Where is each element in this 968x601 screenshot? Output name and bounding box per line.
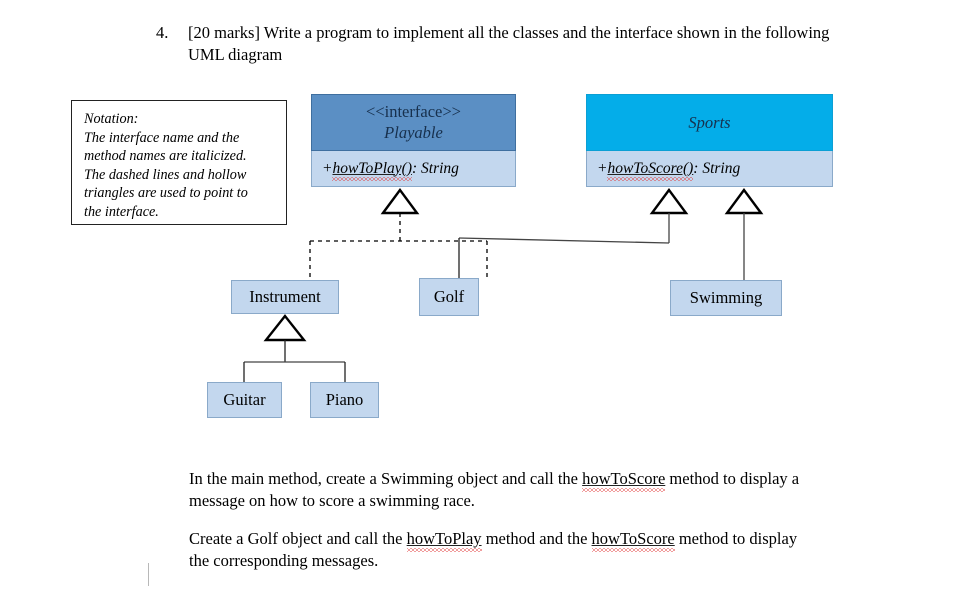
instrument-label: Instrument <box>249 287 321 306</box>
uml-class-guitar[interactable]: Guitar <box>207 382 282 418</box>
sports-method: +howToScore(): String <box>597 159 741 177</box>
hollow-triangle-icon-sports-right <box>724 187 764 215</box>
piano-label: Piano <box>325 390 364 409</box>
uml-class-swimming[interactable]: Swimming <box>670 280 782 316</box>
para-golf-middle: method and the <box>481 529 592 548</box>
para-golf-method-2: howToScore <box>591 529 675 548</box>
question-number: 4. <box>156 23 169 42</box>
margin-caret <box>148 563 149 586</box>
hollow-triangle-icon-playable <box>380 187 420 215</box>
question-text: [20 marks] Write a program to implement … <box>188 23 830 64</box>
guitar-label: Guitar <box>223 390 266 409</box>
para-main-method-name: howToScore <box>582 469 666 488</box>
hollow-triangle-icon-instrument <box>263 314 307 342</box>
notation-box: Notation: The interface name and the met… <box>71 100 287 225</box>
swimming-label: Swimming <box>689 288 763 307</box>
uml-class-sports[interactable]: Sports +howToScore(): String <box>586 94 833 187</box>
paragraph-main-method: In the main method, create a Swimming ob… <box>189 468 839 512</box>
paragraph-golf-object: Create a Golf object and call the howToP… <box>189 528 809 572</box>
playable-method-compartment: +howToPlay(): String <box>311 151 516 187</box>
uml-class-piano[interactable]: Piano <box>310 382 379 418</box>
playable-stereotype: <<interface>> <box>366 102 461 121</box>
playable-method-name: howToPlay() <box>332 159 412 177</box>
sports-method-name: howToScore() <box>607 159 694 177</box>
uml-class-instrument[interactable]: Instrument <box>231 280 339 314</box>
sports-header: Sports <box>586 94 833 151</box>
para-golf-after: method to display the corresponding mess… <box>189 529 798 570</box>
notation-line: The dashed lines and hollow <box>84 166 247 183</box>
uml-class-playable[interactable]: <<interface>> Playable +howToPlay(): Str… <box>311 94 516 187</box>
question-block: 4. [20 marks] Write a program to impleme… <box>156 22 836 66</box>
uml-class-golf[interactable]: Golf <box>419 278 479 316</box>
notation-line: method names are italicized. <box>84 148 247 165</box>
para-golf-method-1: howToPlay <box>406 529 482 548</box>
sports-name: Sports <box>688 113 731 132</box>
playable-header: <<interface>> Playable <box>311 94 516 151</box>
hollow-triangle-icon-sports-left <box>649 187 689 215</box>
playable-name: Playable <box>384 123 443 142</box>
para-main-before: In the main method, create a Swimming ob… <box>189 469 583 488</box>
notation-line: The interface name and the <box>84 129 240 146</box>
para-main-after: method to display a message on how to sc… <box>189 469 800 510</box>
sports-method-compartment: +howToScore(): String <box>586 151 833 187</box>
generalization-run-golf <box>458 237 670 244</box>
playable-method: +howToPlay(): String <box>322 159 459 177</box>
notation-line: Notation: <box>84 111 139 127</box>
golf-label: Golf <box>433 287 465 306</box>
notation-line: triangles are used to point to <box>84 185 248 202</box>
para-golf-before: Create a Golf object and call the <box>189 529 407 548</box>
notation-line: the interface. <box>84 203 159 220</box>
